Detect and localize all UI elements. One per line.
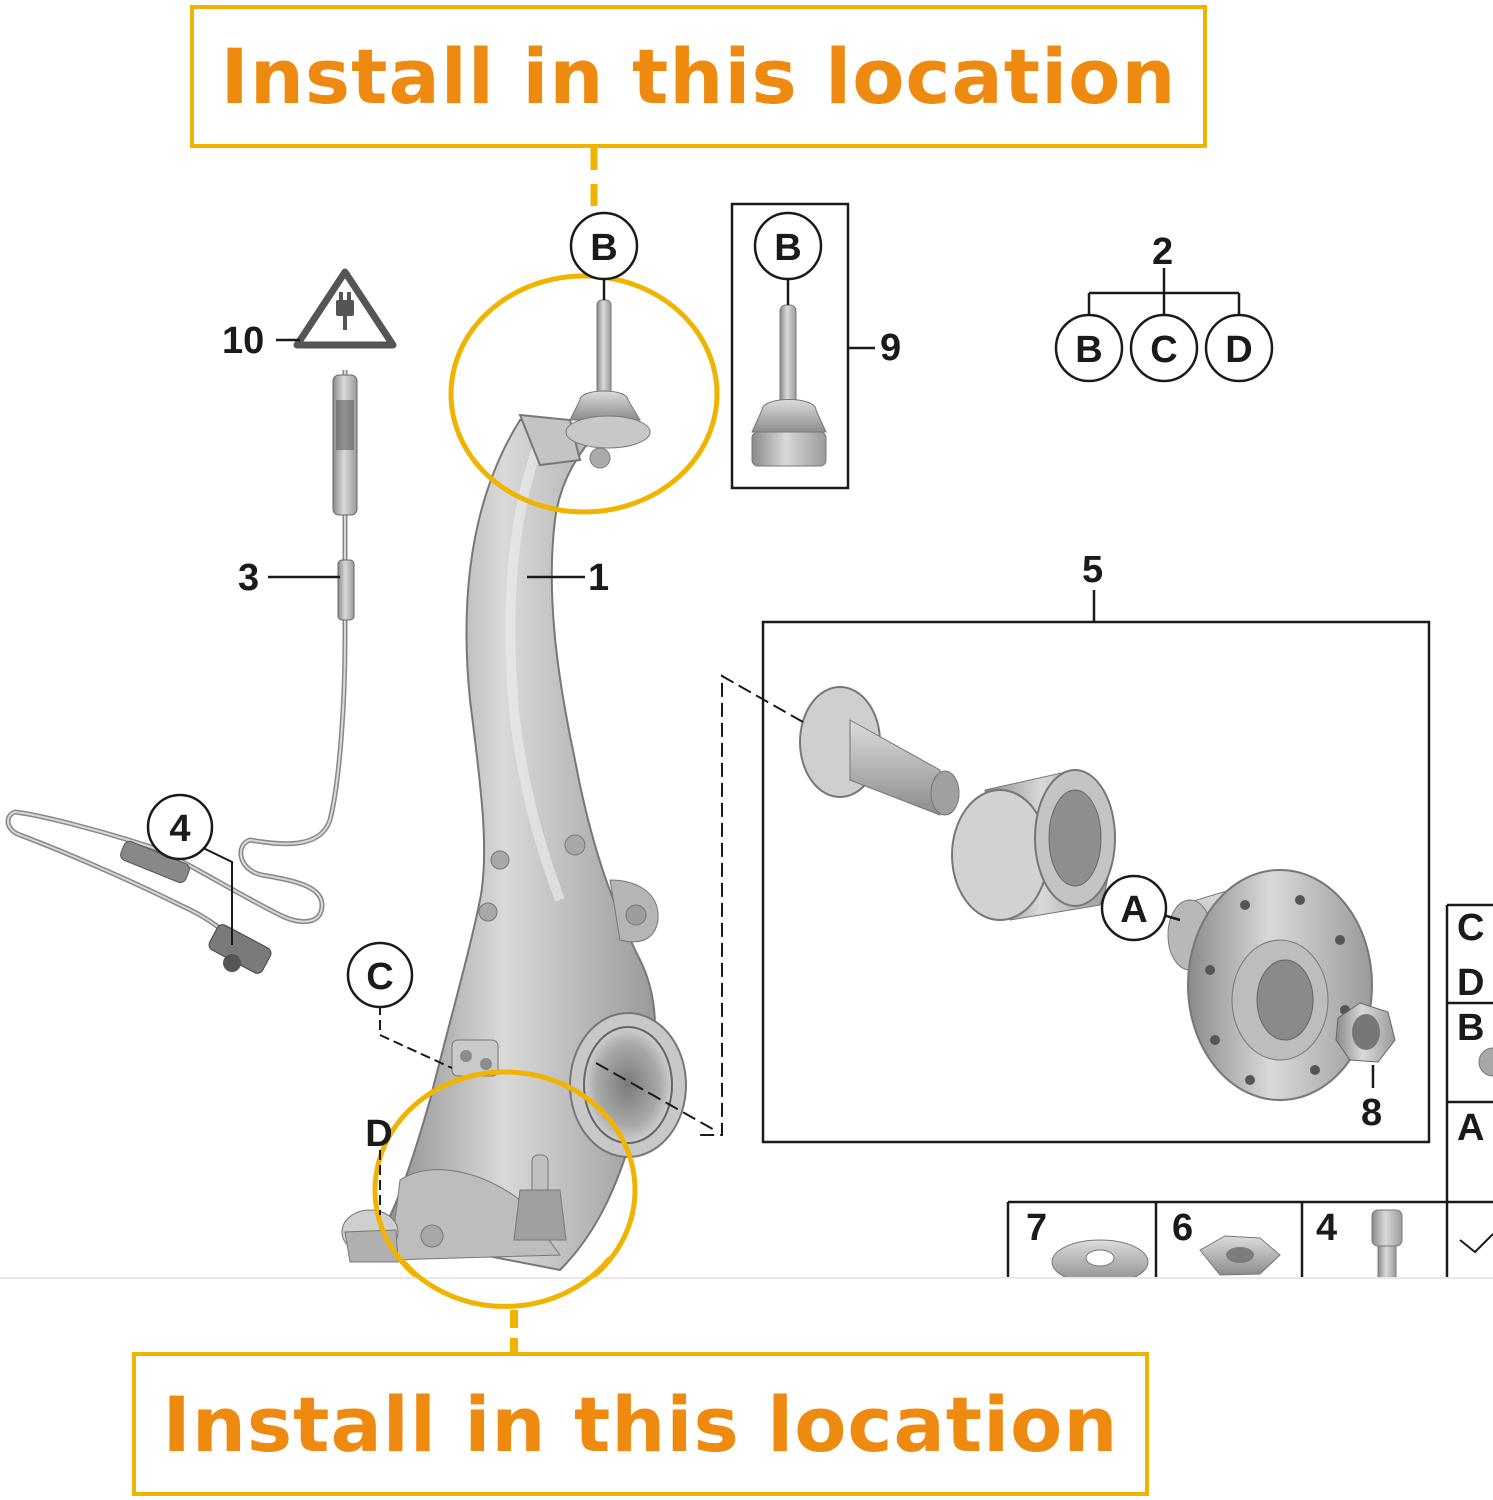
upper-ball-joint [565,299,651,469]
group-2-bracket [1087,268,1241,318]
table-partial-part [1478,1047,1493,1077]
circle-c-knuckle [346,941,414,1009]
ball-joint-box-9 [730,202,850,490]
table-part-nut-6 [1199,1235,1281,1276]
circle-group-b [1054,313,1124,383]
callout-3: 3 [238,557,259,599]
table-part-washer-7 [1051,1239,1149,1285]
circle-4 [146,793,214,861]
wheel-hub [1167,869,1373,1101]
letter-c-knuckle: C [366,956,393,998]
hub-kit-box-5 [761,620,1431,1144]
hub-nut-8 [1335,1002,1396,1063]
leader-4 [196,844,233,945]
install-location-banner-top: Install in this location [190,5,1207,148]
callout-10: 10 [222,320,264,362]
letter-group-c: C [1150,329,1177,371]
table-part-bolt-4 [1371,1209,1403,1279]
callout-8: 8 [1361,1092,1382,1134]
letter-a-bearing: A [1120,889,1147,931]
install-location-banner-bottom: Install in this location [132,1352,1149,1496]
banner-bottom-text: Install in this location [162,1379,1119,1469]
side-table-row-c: C [1457,907,1484,949]
letter-group-b: B [1075,329,1102,371]
hub-shaft [799,686,960,816]
wheel-speed-sensor [5,370,358,974]
leader-c [379,1005,453,1069]
circle-b-box9 [753,211,823,281]
table-partial-mark [1459,1233,1493,1254]
lower-highlight-circle-bottom-arc [398,1256,612,1309]
side-table-row-b: B [1457,1007,1484,1049]
letter-b-top: B [590,227,617,269]
callout-4: 4 [169,808,190,850]
electrical-plug-warning-icon [293,268,397,349]
letter-group-d: D [1225,329,1252,371]
callout-1: 1 [588,557,609,599]
callout-9: 9 [880,327,901,369]
wheel-bearing [951,769,1116,921]
circle-b-top [569,211,639,281]
callout-5: 5 [1082,549,1103,591]
callout-2: 2 [1152,231,1173,273]
side-table-cell-6: 6 [1172,1207,1193,1249]
circle-group-d [1204,313,1274,383]
upper-highlight-circle [448,273,720,515]
side-table-cell-4: 4 [1316,1207,1337,1249]
side-table-row-d: D [1457,962,1484,1004]
circle-a-bearing [1100,874,1168,942]
explosion-line-hub [700,674,804,1136]
steering-knuckle [341,413,687,1272]
side-table [1006,903,1493,1278]
explosion-line-bore [595,1062,719,1133]
side-table-cell-7: 7 [1026,1207,1047,1249]
letter-d-knuckle: D [365,1113,392,1155]
circle-group-c [1129,313,1199,383]
side-table-row-a: A [1457,1107,1484,1149]
banner-top-text: Install in this location [220,32,1177,121]
ball-joint-part-9 [751,304,827,467]
letter-b-box9: B [774,227,801,269]
